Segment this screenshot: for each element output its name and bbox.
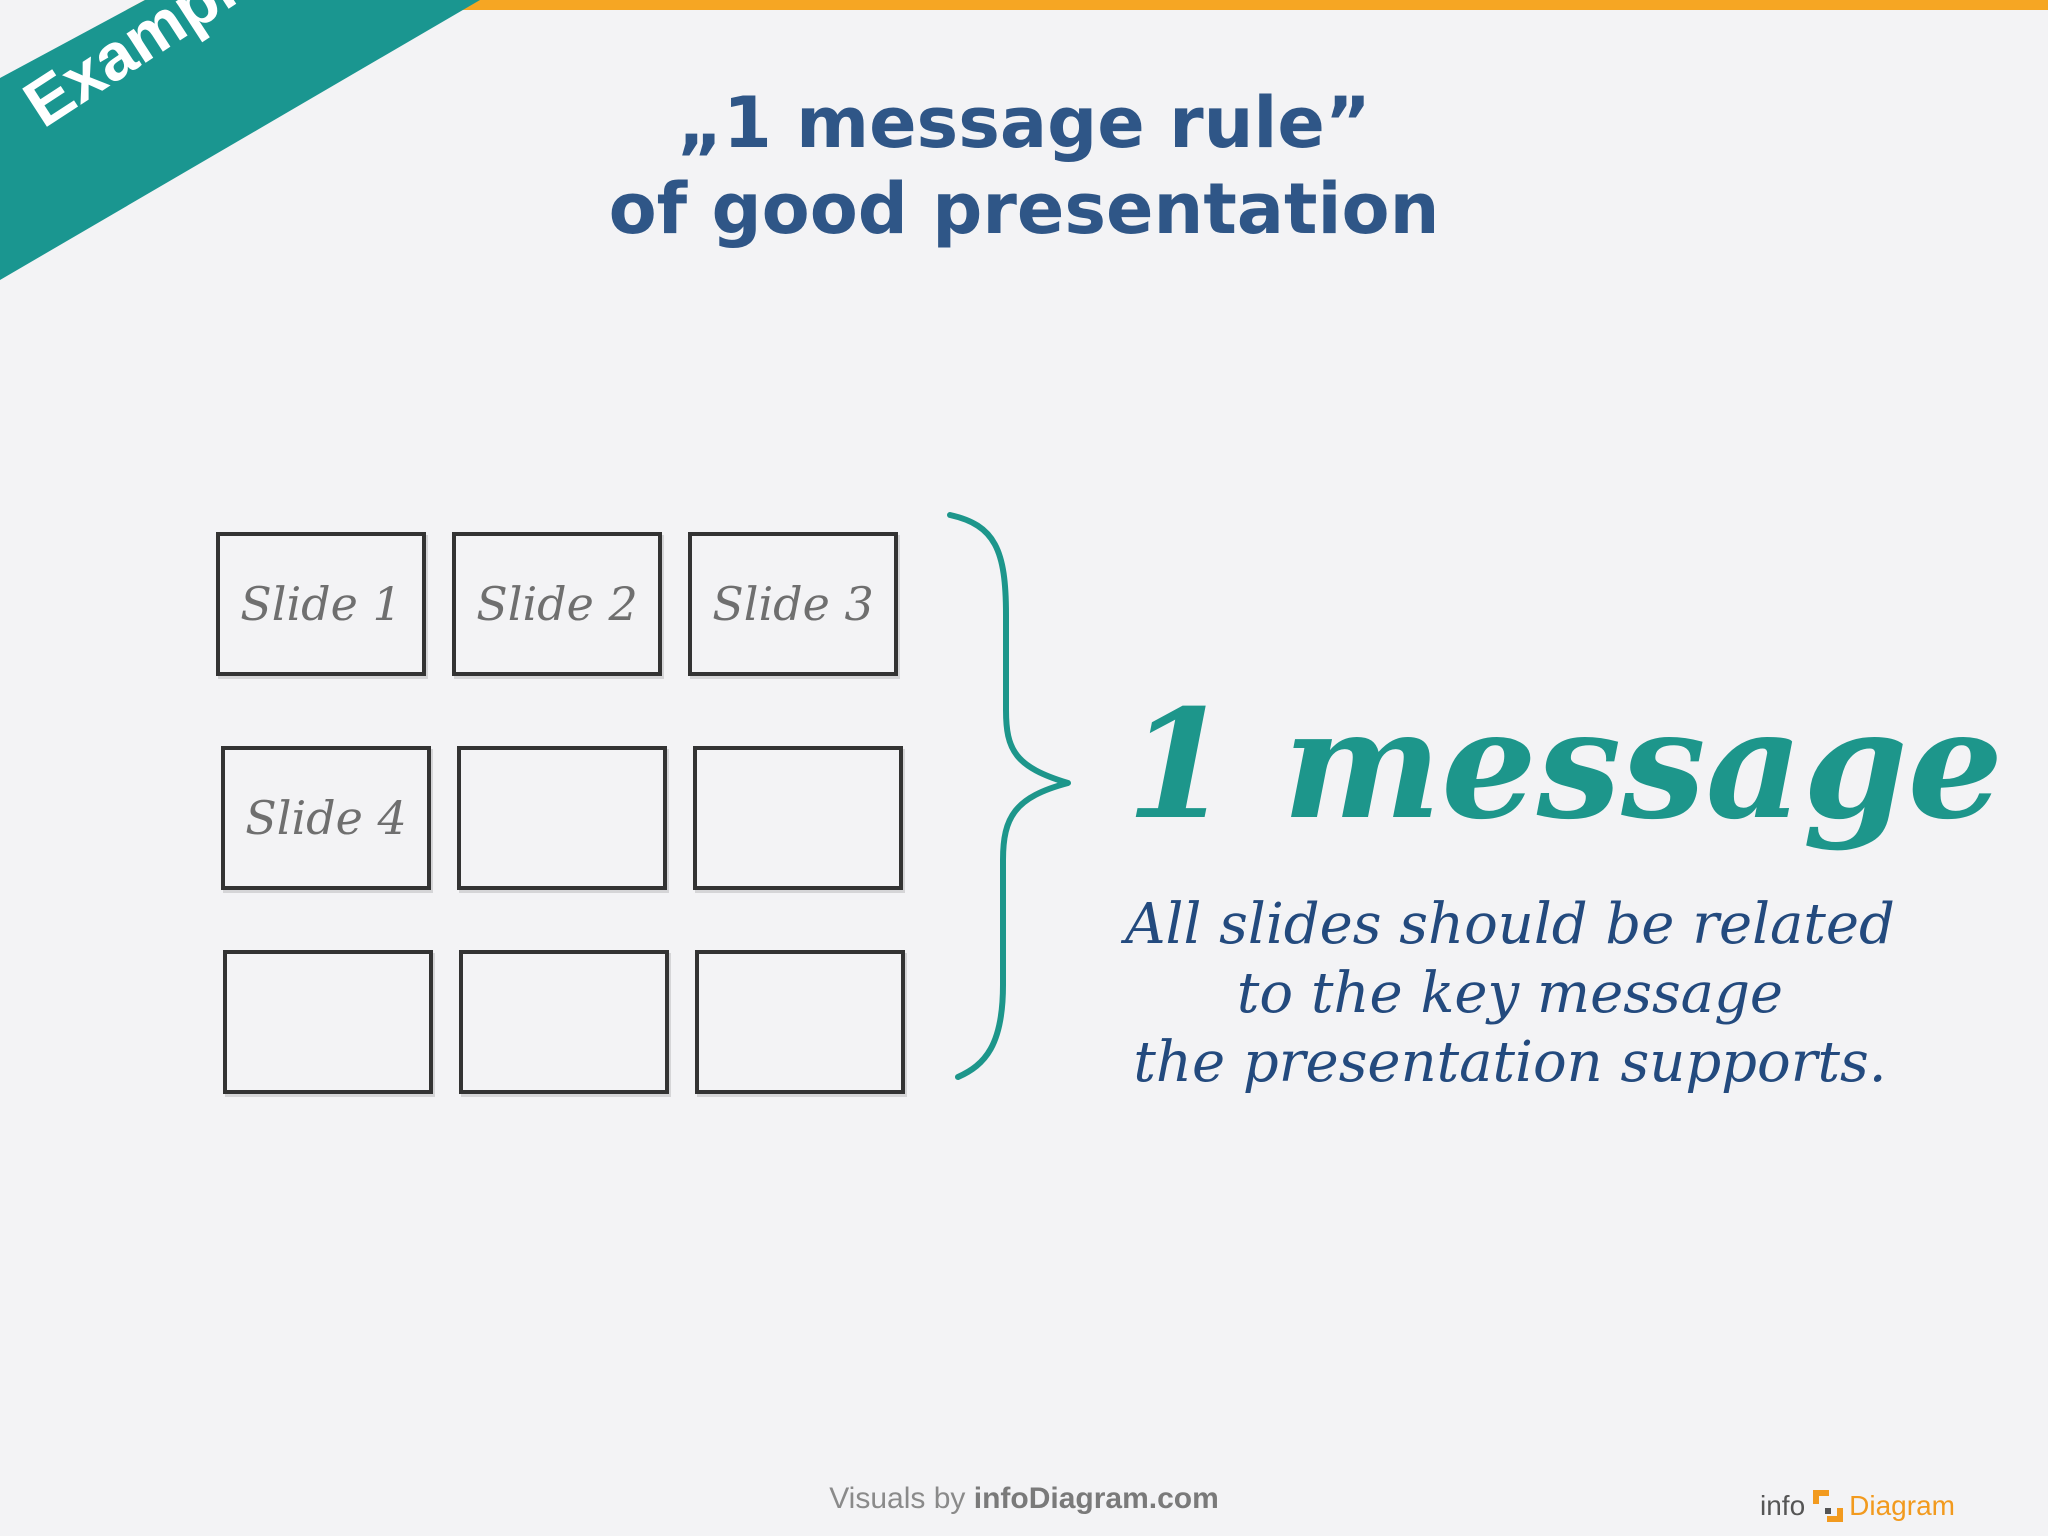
slide-box-1: Slide 1 [216, 532, 426, 676]
slide-box-3: Slide 3 [688, 532, 898, 676]
slide-box-7 [223, 950, 433, 1094]
credit-prefix: Visuals by [829, 1482, 966, 1515]
title-line-1: „1 message rule” [677, 82, 1371, 164]
title-line-2: of good presentation [608, 168, 1440, 250]
slide-box-9 [695, 950, 905, 1094]
description-line-1: All slides should be related [1125, 892, 1895, 957]
logo-info-text: info [1760, 1490, 1806, 1521]
description-line-3: the presentation supports. [1133, 1030, 1887, 1095]
logo-diagram-text: Diagram [1849, 1490, 1955, 1521]
page-title: „1 message rule” of good presentation [0, 80, 2048, 252]
slide-box-8 [459, 950, 669, 1094]
slide-box-4: Slide 4 [221, 746, 431, 890]
slide-box-5 [457, 746, 667, 890]
slide-box-6 [693, 746, 903, 890]
top-accent-bar [0, 0, 2048, 10]
curly-brace [947, 512, 1071, 1080]
example-banner [0, 0, 480, 280]
slide-box-2: Slide 2 [452, 532, 662, 676]
description-line-2: to the key message [1236, 961, 1784, 1026]
infodiagram-logo: info Diagram [1760, 1486, 1955, 1526]
logo-mark-icon [1813, 1490, 1844, 1522]
credit-brand: infoDiagram.com [973, 1482, 1219, 1515]
key-message-description: All slides should be related to the key … [1110, 890, 1910, 1097]
key-message-headline: 1 message [1126, 677, 2004, 853]
footer-credit: Visuals by infoDiagram.com [0, 1482, 2048, 1516]
